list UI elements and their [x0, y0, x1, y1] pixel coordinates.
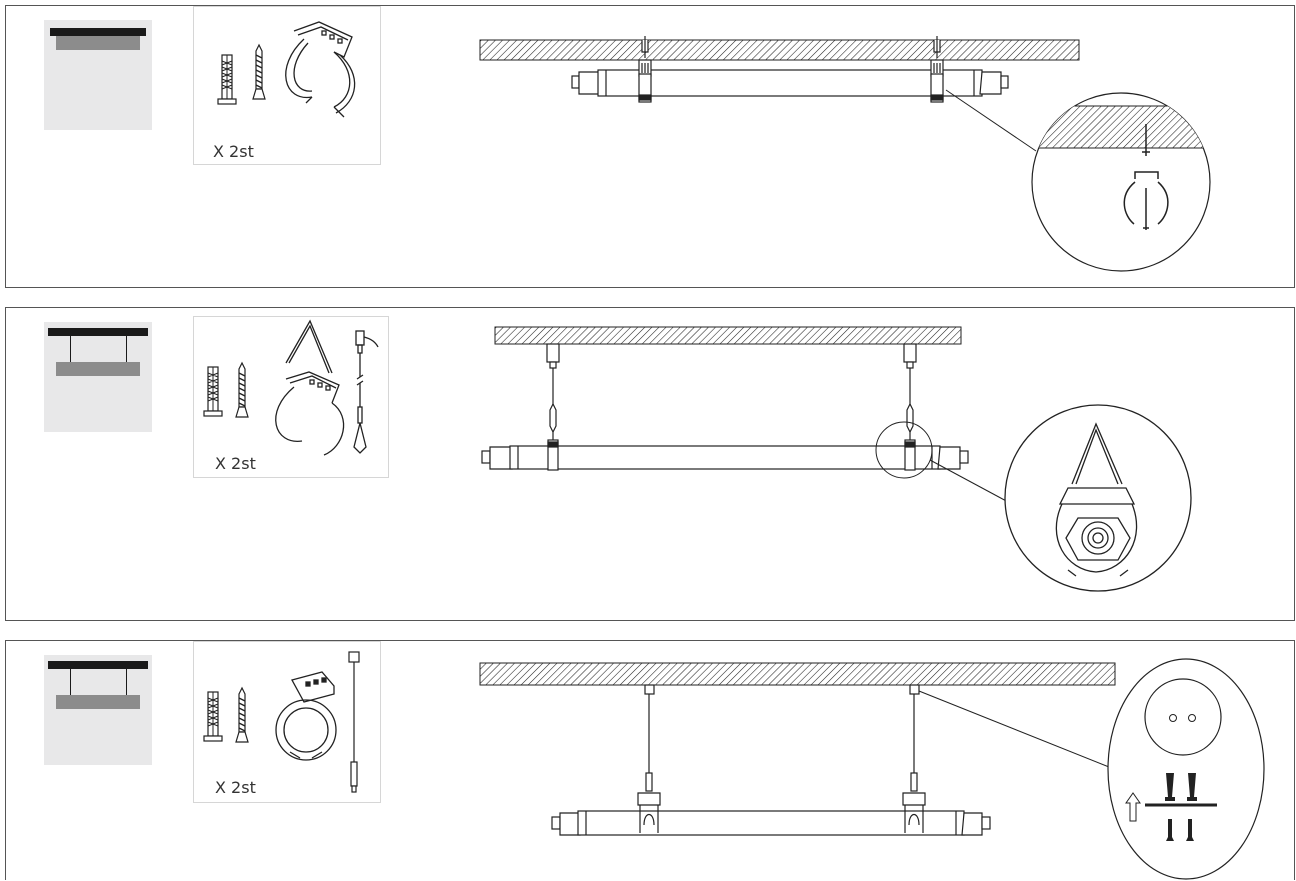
detail-view — [1004, 404, 1192, 592]
parts-kit: X 2st — [193, 316, 389, 478]
parts-illustration — [217, 21, 356, 118]
mount-option-suspension-rod: X 2st — [5, 640, 1295, 880]
detail-view — [1107, 658, 1265, 880]
installation-drawing — [479, 658, 1265, 880]
suspension-rod-icon — [348, 651, 360, 793]
mount-type-icon — [44, 20, 152, 130]
light-tube — [481, 439, 969, 471]
mount-option-v-hanger: X 2st — [5, 307, 1295, 621]
mount-option-ceiling-clip: X 2st — [5, 5, 1295, 288]
detail-leader — [918, 690, 1110, 768]
mount-type-icon — [44, 322, 152, 432]
quantity-label: X 2st — [213, 142, 254, 161]
parts-kit: X 2st — [193, 641, 381, 803]
cable-grip-icon — [353, 330, 379, 454]
detail-view — [1031, 92, 1211, 272]
ceiling-canopy-icon — [644, 684, 920, 695]
quantity-label: X 2st — [215, 778, 256, 797]
arrow-up-icon — [1125, 792, 1141, 822]
parts-illustration — [203, 651, 360, 793]
ceiling — [479, 39, 1080, 61]
installation-drawing — [479, 36, 1211, 272]
ceiling — [479, 662, 1116, 686]
installation-drawing — [481, 326, 1192, 592]
suspension-cables — [546, 343, 917, 440]
detail-leader — [929, 459, 1011, 504]
quantity-label: X 2st — [215, 454, 256, 473]
mounting-clip-icon — [285, 21, 356, 118]
v-hanger-icon — [285, 319, 333, 374]
parts-kit: X 2st — [193, 6, 381, 165]
mounting-clip-icon — [275, 371, 345, 456]
light-tube — [571, 69, 1009, 97]
ceiling-clip — [638, 36, 944, 103]
detail-leader — [945, 89, 1037, 152]
mounting-clip-icon — [275, 671, 337, 761]
ceiling-canopy-icon — [1144, 678, 1222, 756]
parts-illustration — [203, 319, 379, 456]
suspension-rods — [645, 694, 918, 792]
mount-type-icon — [44, 655, 152, 765]
detail-callout — [875, 421, 933, 479]
light-tube — [551, 792, 991, 836]
ceiling — [494, 326, 962, 345]
